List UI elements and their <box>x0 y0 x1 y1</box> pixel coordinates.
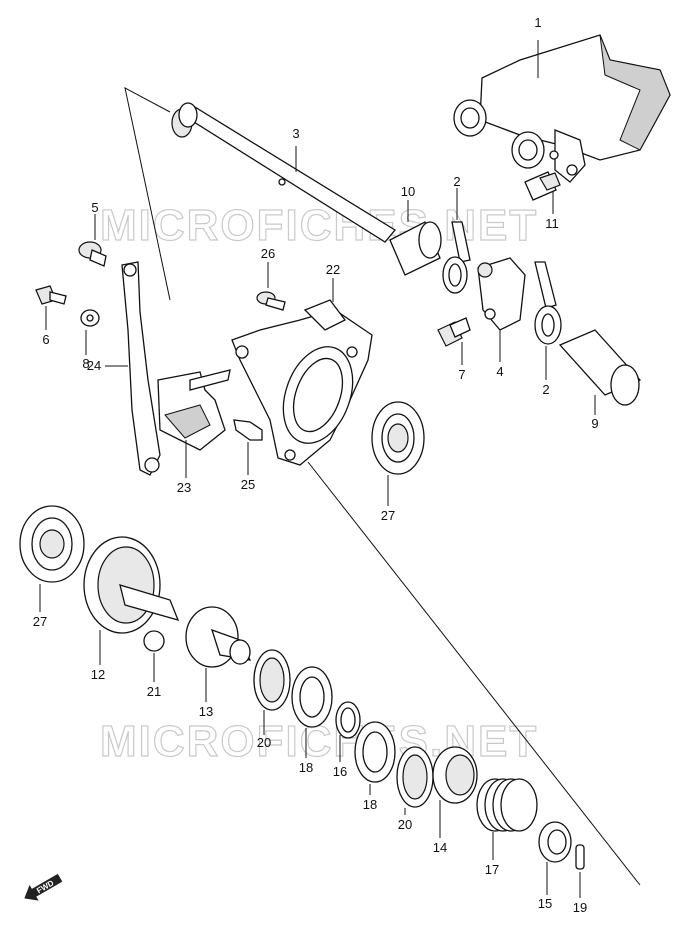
part-9-bushing <box>558 329 642 415</box>
label-20-a: 20 <box>257 735 271 750</box>
label-7: 7 <box>458 367 465 382</box>
part-labels: 1 2 2 3 4 5 6 7 8 9 10 11 12 13 14 15 16… <box>33 15 599 915</box>
label-23: 23 <box>177 480 191 495</box>
label-22: 22 <box>326 262 340 277</box>
label-4: 4 <box>496 364 503 379</box>
label-19: 19 <box>573 900 587 915</box>
label-10: 10 <box>401 184 415 199</box>
part-11-bolt <box>524 171 561 214</box>
part-8-washer <box>80 309 100 355</box>
part-20-needle-bearing-b <box>396 746 434 815</box>
part-3-shaft <box>171 102 396 243</box>
label-18-b: 18 <box>363 797 377 812</box>
label-18-a: 18 <box>299 760 313 775</box>
label-9: 9 <box>591 416 598 431</box>
part-6-bolt <box>35 285 67 330</box>
watermark-top: MICROFICHES.NET <box>100 201 538 250</box>
part-21-ball <box>143 630 165 682</box>
part-12-gear <box>83 536 180 665</box>
label-27-left: 27 <box>33 614 47 629</box>
label-16: 16 <box>333 764 347 779</box>
label-14: 14 <box>433 840 447 855</box>
label-11: 11 <box>545 216 559 231</box>
part-10-bushing <box>389 200 442 276</box>
label-20-b: 20 <box>398 817 412 832</box>
part-18-washer-b <box>354 721 396 795</box>
part-2-spring-upper <box>442 188 471 294</box>
part-2-spring-lower <box>534 261 562 380</box>
part-20-needle-bearing-a <box>253 649 291 735</box>
part-16-ring <box>335 701 361 762</box>
label-1: 1 <box>534 15 541 30</box>
part-23-lever <box>157 371 226 478</box>
part-7-bolt <box>437 317 471 365</box>
label-24: 24 <box>87 358 101 373</box>
part-19-pin <box>575 844 585 898</box>
part-17-spring <box>476 778 538 860</box>
label-2-upper: 2 <box>453 174 460 189</box>
part-26-screw <box>256 262 286 311</box>
part-27-bearing-left <box>19 505 85 612</box>
label-15: 15 <box>538 896 552 911</box>
part-27-bearing-right <box>371 401 425 506</box>
label-3: 3 <box>292 126 299 141</box>
label-6: 6 <box>42 332 49 347</box>
part-1-housing <box>453 34 671 183</box>
construction-lines <box>124 87 641 886</box>
label-26: 26 <box>261 246 275 261</box>
label-8: 8 <box>82 356 89 371</box>
part-22-plate <box>189 278 373 466</box>
part-18-washer-a <box>291 666 333 758</box>
label-5: 5 <box>91 200 98 215</box>
label-25: 25 <box>241 477 255 492</box>
part-24-linkage <box>105 261 161 476</box>
part-14-cup <box>432 746 478 838</box>
label-27-right: 27 <box>381 508 395 523</box>
label-21: 21 <box>147 684 161 699</box>
part-25-bolt <box>233 419 263 475</box>
label-13: 13 <box>199 704 213 719</box>
part-13-collar <box>185 606 252 702</box>
fwd-arrow-icon: FWD <box>24 873 63 901</box>
label-2-lower: 2 <box>542 382 549 397</box>
part-4-arm <box>477 257 526 362</box>
part-15-clip <box>538 821 572 895</box>
part-5-bolt <box>78 214 107 267</box>
label-12: 12 <box>91 667 105 682</box>
label-17: 17 <box>485 862 499 877</box>
